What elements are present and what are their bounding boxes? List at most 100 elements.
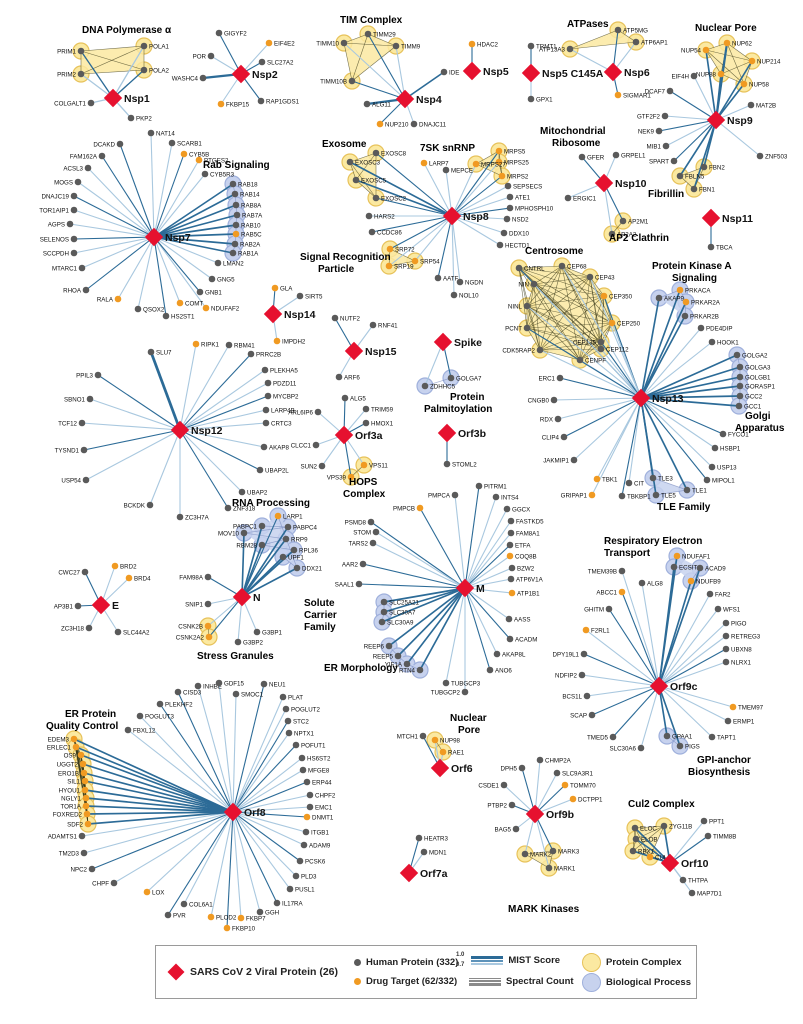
protein-node: GNB1 xyxy=(196,288,222,297)
protein-node: COQ8B xyxy=(506,552,537,561)
interaction-edge xyxy=(464,567,513,589)
interaction-edge xyxy=(451,161,500,217)
interaction-edge xyxy=(149,351,182,431)
protein-node: PIGS xyxy=(676,742,700,751)
interaction-edge xyxy=(640,397,688,491)
interaction-edge xyxy=(218,32,242,75)
interaction-edge xyxy=(232,811,308,818)
complex-edge xyxy=(526,283,535,307)
protein-node: MRPS2 xyxy=(498,172,529,181)
human-protein-dot-icon xyxy=(314,408,322,416)
protein-label: SRP54 xyxy=(420,259,440,266)
protein-node: UGGT2 xyxy=(57,760,87,769)
protein-node: SNIP1 xyxy=(185,600,212,609)
viral-protein-label: E xyxy=(112,600,119,612)
viral-protein-node: Spike xyxy=(433,332,482,352)
protein-label: CYB5B xyxy=(189,152,209,159)
human-protein-dot-icon xyxy=(78,419,86,427)
viral-diamond-icon xyxy=(521,63,541,83)
interaction-edge xyxy=(179,429,261,471)
viral-diamond-icon xyxy=(433,332,453,352)
protein-label: MFGE8 xyxy=(308,768,330,775)
human-protein-dot-icon xyxy=(486,666,494,674)
viral-diamond-icon xyxy=(263,304,283,324)
complex-edge xyxy=(526,276,591,307)
human-protein-dot-icon xyxy=(300,841,308,849)
complex-edge xyxy=(533,283,581,361)
drug-target-dot-icon xyxy=(439,748,447,756)
interaction-edge xyxy=(153,236,234,254)
interaction-edge xyxy=(153,236,219,264)
human-protein-dot-icon xyxy=(279,553,287,561)
protein-node: OS9 xyxy=(64,751,85,760)
interaction-edge xyxy=(153,214,238,238)
complex-edge xyxy=(524,850,554,855)
interaction-edge xyxy=(232,811,305,846)
protein-node: MRPS5 xyxy=(495,147,526,156)
interaction-edge xyxy=(640,315,686,399)
protein-node: SLC30A6 xyxy=(610,744,645,753)
protein-node: FKBP7 xyxy=(237,914,266,923)
interaction-edge xyxy=(419,507,466,589)
protein-label: GPX1 xyxy=(536,97,553,104)
drug-target-dot-icon xyxy=(673,552,681,560)
gpi-anchor-label-2: Biosynthesis xyxy=(688,767,751,778)
mito-ribosome-label-2: Ribosome xyxy=(552,138,601,149)
protein-label: GCC2 xyxy=(745,394,763,401)
interaction-edge xyxy=(464,520,512,589)
protein-label: EMC1 xyxy=(315,805,333,812)
interaction-edge xyxy=(179,395,269,431)
interaction-edge xyxy=(640,385,741,399)
drug-target-dot-icon xyxy=(82,802,90,810)
human-protein-dot-icon xyxy=(273,899,281,907)
human-protein-dot-icon xyxy=(560,433,568,441)
protein-node: FYCO1 xyxy=(719,430,749,439)
viral-protein-label: Orf9b xyxy=(546,809,574,821)
protein-node: HDAC2 xyxy=(468,40,499,49)
protein-label: POR xyxy=(193,54,207,61)
protein-label: TBK1 xyxy=(602,477,618,484)
viral-protein-node: Orf3a xyxy=(334,425,383,445)
protein-label: MTCH1 xyxy=(397,734,419,741)
interaction-edge xyxy=(628,397,642,484)
highlight-region xyxy=(674,556,700,581)
protein-node: SDF2 xyxy=(67,820,92,829)
protein-node: ALG8 xyxy=(638,579,663,588)
complex-edge xyxy=(526,305,602,343)
protein-node: GNG5 xyxy=(208,275,235,284)
protein-node: RAB5C xyxy=(232,230,262,239)
protein-node: ERGIC1 xyxy=(564,194,597,203)
protein-node: LOX xyxy=(143,888,164,897)
protein-node: ZDHHC5 xyxy=(421,382,456,391)
drug-target-dot-icon xyxy=(271,284,279,292)
protein-label: SLU7 xyxy=(156,350,172,357)
complex-edge xyxy=(343,33,369,44)
human-protein-dot-icon xyxy=(303,778,311,786)
protein-label: CCDC86 xyxy=(377,230,402,237)
human-protein-dot-icon xyxy=(722,658,730,666)
protein-label: SBNO1 xyxy=(64,397,86,404)
human-protein-dot-icon xyxy=(180,900,188,908)
protein-node: YIF1A xyxy=(385,660,411,669)
protein-node: RHOA xyxy=(63,286,90,295)
interaction-edge xyxy=(679,119,717,177)
interaction-edge xyxy=(451,150,500,217)
interaction-edge xyxy=(451,215,461,283)
interaction-edge xyxy=(658,608,719,687)
protein-label: FASTKD5 xyxy=(516,519,544,526)
protein-label: MAT2B xyxy=(756,103,776,110)
interaction-edge xyxy=(153,236,167,317)
protein-label: AP2A2 xyxy=(617,232,637,239)
protein-node: FBN1 xyxy=(690,185,715,194)
protein-node: TOR1A xyxy=(60,802,90,811)
protein-node: SLC27A2 xyxy=(258,58,294,67)
human-protein-dot-icon xyxy=(253,628,261,636)
interaction-edge xyxy=(232,806,311,813)
viral-protein-node: M xyxy=(455,578,485,598)
protein-label: MPHOSPH10 xyxy=(515,206,554,213)
protein-label: PDZD11 xyxy=(273,381,297,388)
protein-label: MRPS5 xyxy=(504,149,526,156)
protein-node: CEP350 xyxy=(600,292,633,301)
human-protein-dot-icon xyxy=(260,443,268,451)
protein-label: GRPEL1 xyxy=(621,153,646,160)
